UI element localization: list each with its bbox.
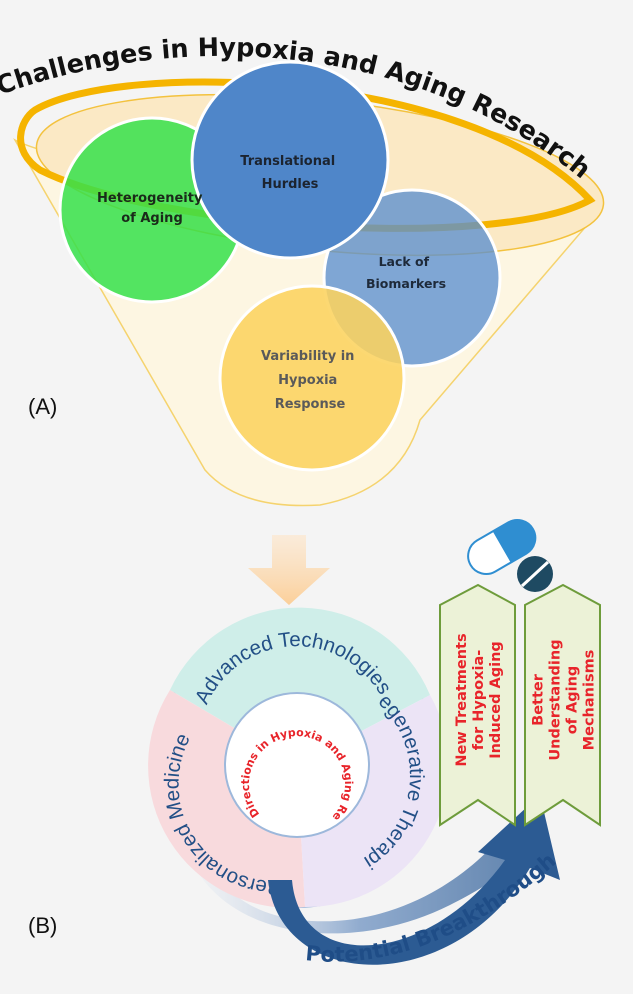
swoosh: [179, 800, 540, 934]
panel-a: Heterogeneity of Aging Translational Hur…: [0, 33, 605, 507]
label-heterogeneity: Heterogeneity of Aging: [97, 191, 207, 226]
segment-advanced: [170, 607, 430, 765]
circle-translational: [190, 60, 390, 260]
panel-a-label: (A): [28, 394, 57, 419]
title-ring: [17, 78, 596, 232]
label-translational: Translational Hurdles: [240, 154, 339, 192]
tablet-icon: [517, 556, 553, 592]
banner-understanding: BetterUnderstandingof AgingMechanisms: [524, 583, 601, 827]
segment-personalized: [148, 690, 305, 908]
svg-text:New Treatmentsfor Hypoxia-Indu: New Treatmentsfor Hypoxia-Induced Aging: [454, 633, 504, 766]
label-biomarkers: Lack of Biomarkers: [366, 254, 446, 291]
panel-b-label: (B): [28, 913, 57, 938]
label-variability: Variability in Hypoxia Response: [261, 349, 359, 412]
down-arrow: [248, 535, 330, 605]
circle-variability: [218, 284, 406, 472]
svg-text:BetterUnderstandingof AgingMec: BetterUnderstandingof AgingMechanisms: [531, 639, 598, 760]
banner-treatments: New Treatmentsfor Hypoxia-Induced Aging: [439, 583, 516, 827]
wheel-hub: [224, 692, 370, 838]
capsule-icon: [467, 519, 537, 575]
